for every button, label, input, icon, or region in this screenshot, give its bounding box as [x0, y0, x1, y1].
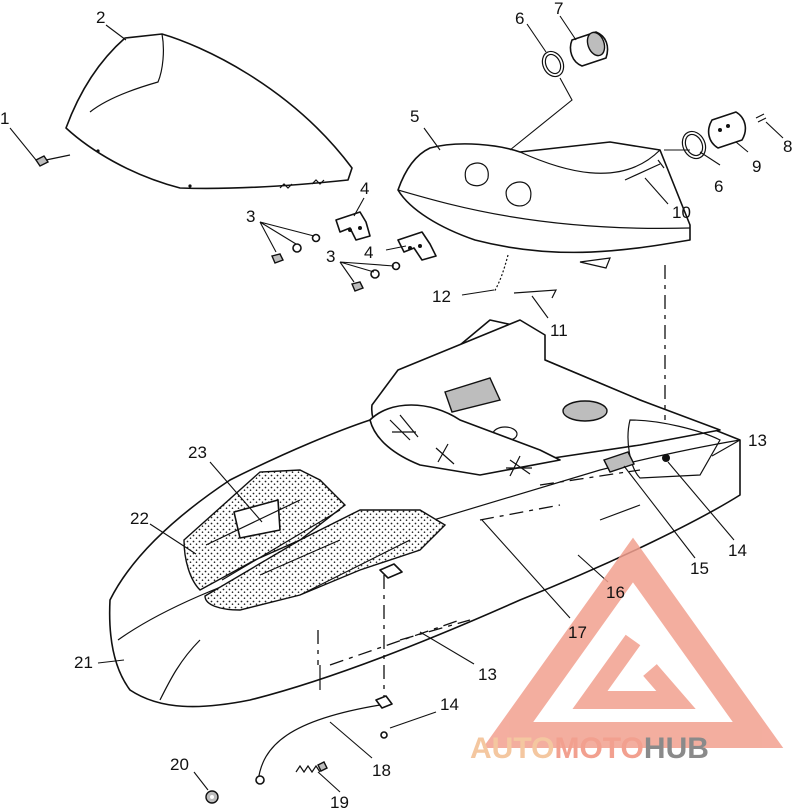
logo-triangle: [482, 537, 784, 748]
bracket-upper: [335, 211, 371, 241]
callout-11: 11: [550, 321, 568, 340]
watermark-auto: AUTO: [470, 732, 554, 765]
logo-triangle-inner: [572, 634, 696, 709]
bolt: [34, 154, 71, 167]
callout-15: 15: [690, 559, 709, 578]
callout-9: 9: [752, 157, 761, 176]
windshield: [65, 33, 353, 190]
clip: [513, 289, 558, 299]
callout-6-right: 6: [714, 177, 723, 196]
assembly-lines: [317, 265, 666, 700]
wire-lines: [509, 77, 690, 151]
dash-base: [369, 319, 721, 479]
spring: [295, 761, 328, 774]
callout-13-right: 13: [748, 431, 767, 450]
callout-1: 1: [0, 109, 9, 128]
taillight-housing: [707, 111, 747, 149]
watermark-logo: [482, 537, 784, 748]
pin: [624, 159, 665, 181]
callout-4-upper: 4: [360, 179, 369, 198]
callout-21: 21: [74, 653, 93, 672]
callout-5: 5: [410, 107, 419, 126]
callout-17: 17: [568, 623, 587, 642]
callout-16: 16: [606, 583, 625, 602]
release-cable: [255, 695, 393, 785]
callout-8: 8: [783, 137, 792, 156]
console-panel: [397, 141, 691, 269]
callout-20: 20: [170, 755, 189, 774]
hardware-set-lower: [351, 261, 401, 292]
callout-14-lower: 14: [440, 695, 459, 714]
callout-7: 7: [554, 0, 563, 18]
watermark-hub: HUB: [644, 732, 709, 765]
headlight-housing: [569, 31, 609, 67]
callout-22: 22: [130, 509, 149, 528]
hardware-set-upper: [271, 233, 321, 264]
callout-13-lower: 13: [478, 665, 497, 684]
callout-23: 23: [188, 443, 207, 462]
callout-4-lower: 4: [364, 243, 373, 262]
callout-3-upper: 3: [246, 207, 255, 226]
bulb: [755, 113, 767, 123]
ring-gasket-upper: [541, 50, 565, 78]
nut: [205, 790, 219, 804]
callout-10: 10: [672, 203, 691, 222]
callout-14-right: 14: [728, 541, 747, 560]
bracket-lower: [397, 231, 437, 261]
callout-18: 18: [372, 761, 391, 780]
leader-lines: [9, 15, 784, 793]
callout-6-upper: 6: [515, 9, 524, 28]
callout-3-lower: 3: [326, 247, 335, 266]
watermark-moto: MOTO: [554, 732, 643, 765]
wire-harness: [493, 254, 509, 293]
callout-19: 19: [330, 793, 349, 810]
ring-gasket-right: [681, 130, 707, 160]
callout-2: 2: [96, 8, 105, 27]
vent-right: [204, 509, 447, 611]
watermark-text: AUTOMOTOHUB: [470, 732, 709, 765]
vent-left: [183, 469, 347, 591]
callout-12: 12: [432, 287, 451, 306]
